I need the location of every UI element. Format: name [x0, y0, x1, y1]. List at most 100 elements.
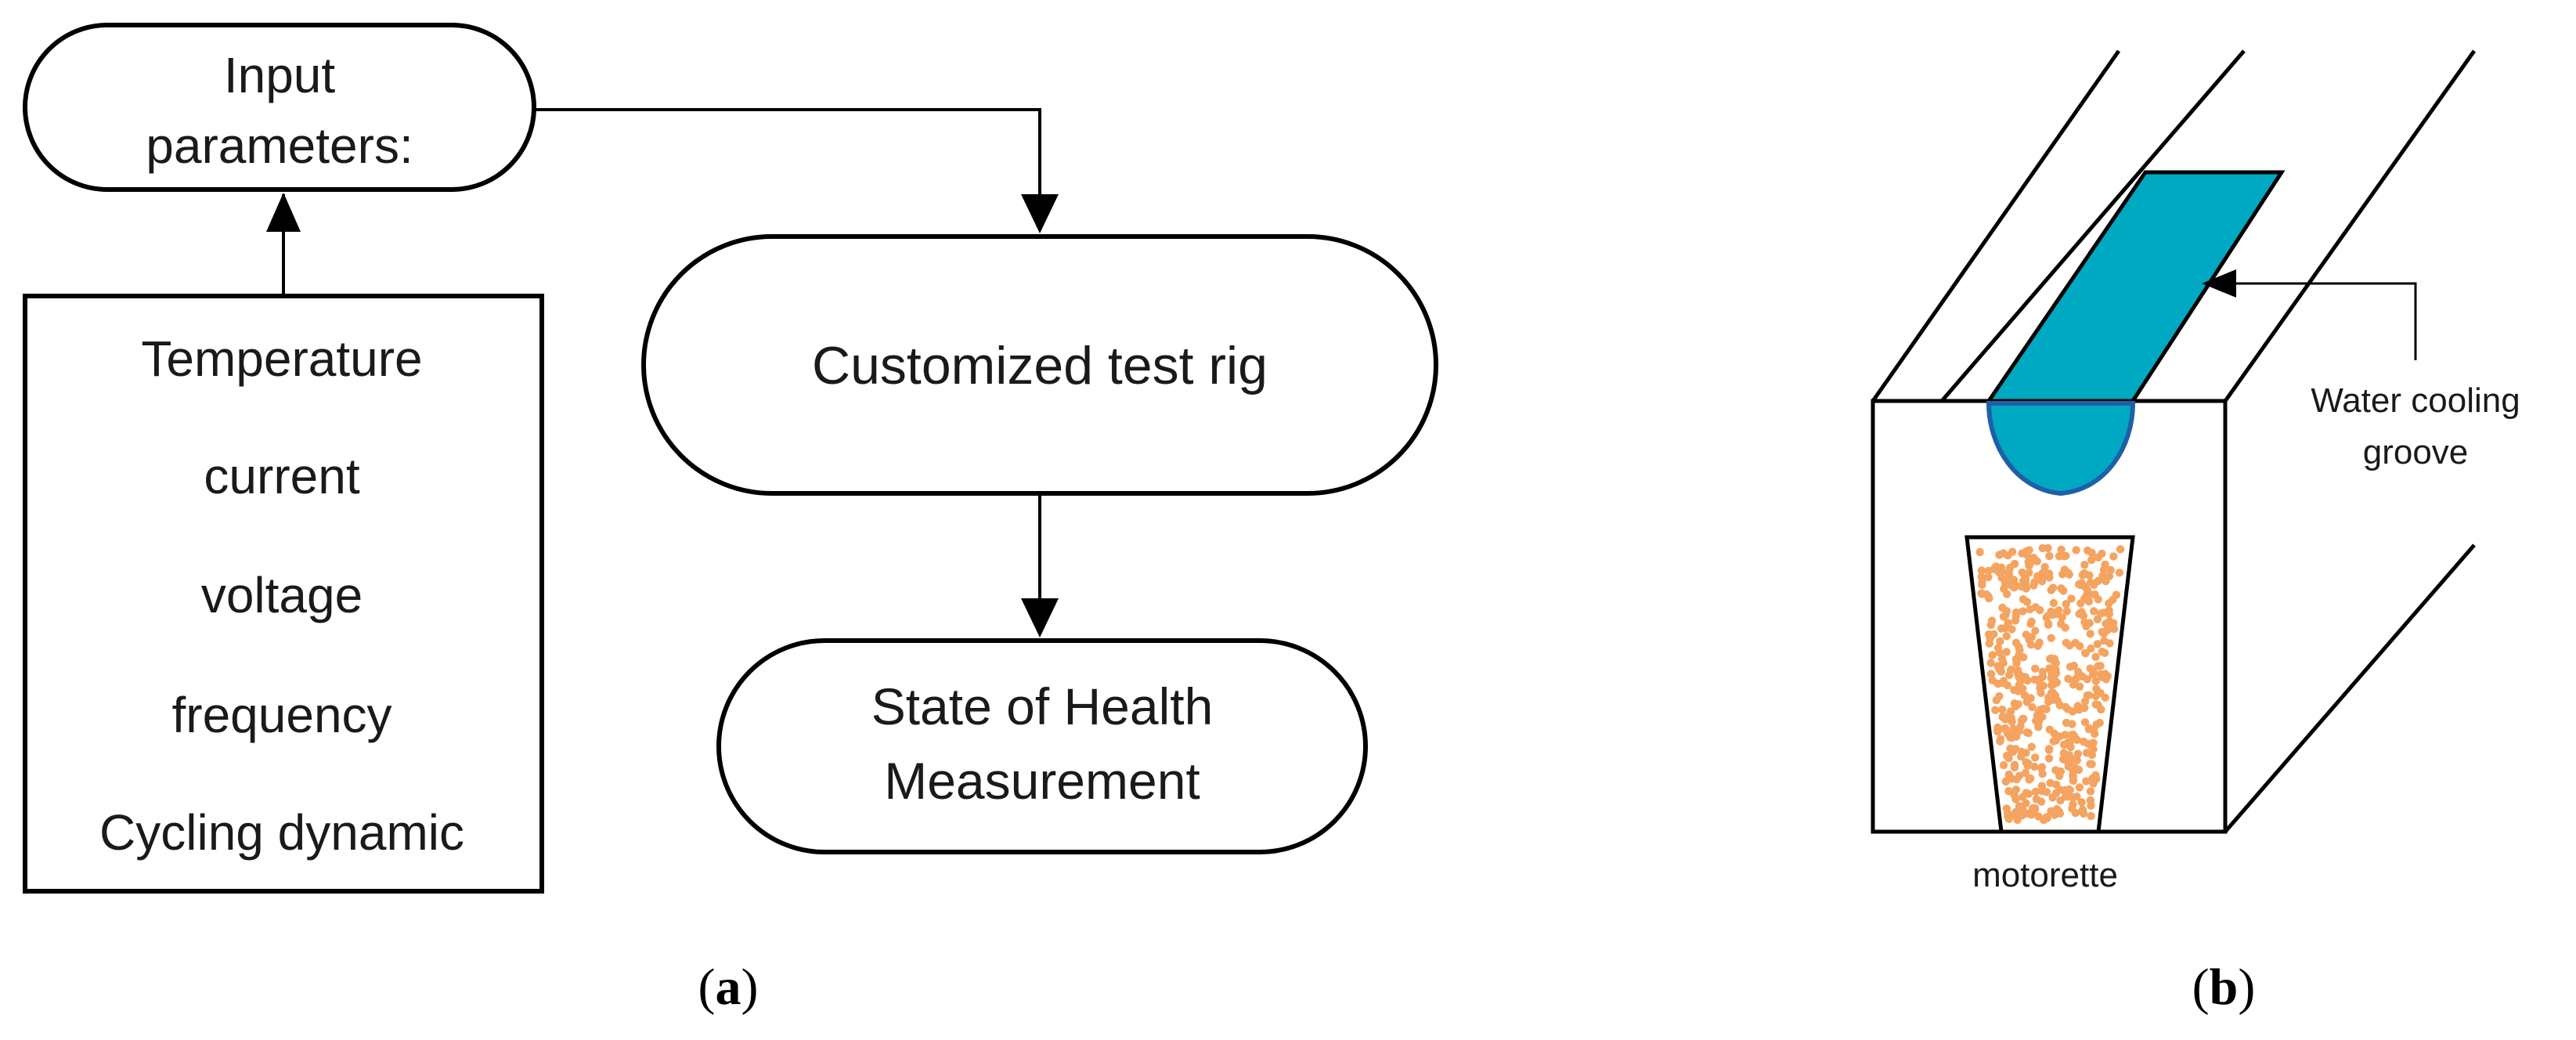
caption-a-open: ( — [698, 959, 716, 1016]
particle — [2028, 702, 2037, 712]
particle — [2037, 763, 2047, 771]
particle — [2073, 749, 2083, 758]
particle — [2047, 607, 2055, 616]
particle — [2016, 722, 2025, 731]
particle — [2044, 746, 2054, 754]
particle — [2047, 681, 2056, 690]
particle — [2047, 674, 2055, 683]
particle — [2075, 682, 2084, 691]
particle — [2091, 729, 2099, 738]
particle — [2098, 572, 2107, 580]
particle — [2055, 785, 2064, 794]
particle — [2087, 548, 2096, 558]
particle — [2098, 648, 2106, 656]
input-parameters-line2: parameters: — [146, 117, 413, 174]
parameter-list-box — [23, 294, 544, 894]
particle — [2090, 580, 2098, 589]
particle — [2044, 754, 2054, 763]
particle — [2080, 697, 2090, 706]
test-rig-label: Customized test rig — [812, 336, 1268, 395]
particle — [2051, 736, 2061, 745]
particle — [2093, 640, 2102, 648]
particle — [1990, 565, 1998, 573]
particle — [1996, 735, 2005, 743]
particle — [2099, 608, 2109, 617]
particle — [2011, 702, 2020, 711]
caption-a-close: ) — [741, 959, 759, 1016]
particle — [2080, 648, 2090, 657]
particle — [2057, 545, 2065, 554]
particle — [2026, 619, 2035, 628]
caption-a-letter: a — [716, 959, 741, 1016]
particle — [2087, 760, 2096, 768]
particle — [2090, 607, 2098, 616]
params-to-input-arrowhead — [266, 193, 301, 232]
param-voltage: voltage — [201, 567, 363, 623]
particle — [2056, 796, 2065, 805]
water-cooling-groove — [1985, 170, 2286, 403]
particle — [2050, 729, 2058, 738]
particle — [2051, 766, 2060, 775]
particle — [2046, 778, 2055, 787]
particle — [2061, 702, 2070, 711]
particle — [2038, 543, 2047, 553]
particle — [2024, 728, 2033, 738]
particle — [2047, 634, 2055, 642]
particle — [1984, 572, 1993, 582]
particle — [2004, 787, 2013, 796]
particle — [2055, 552, 2064, 561]
particle — [1998, 603, 2007, 612]
particle — [2086, 787, 2095, 796]
particle — [2038, 770, 2047, 778]
particle — [2065, 785, 2074, 794]
particle — [1998, 705, 2007, 714]
particle — [2011, 807, 2020, 817]
particle — [2085, 724, 2094, 733]
particle — [2105, 599, 2113, 608]
particle — [2089, 670, 2098, 679]
particle — [2030, 675, 2039, 684]
particle — [2003, 808, 2012, 818]
param-current: current — [204, 448, 359, 504]
slab-side-lower — [2224, 543, 2476, 833]
particle — [2062, 551, 2070, 560]
particle — [2068, 720, 2076, 728]
particle — [2004, 551, 2012, 560]
particle — [2002, 648, 2011, 656]
particle — [2024, 809, 2033, 818]
particle — [2024, 558, 2033, 566]
caption-b-letter: b — [2210, 959, 2239, 1016]
particle — [2069, 800, 2077, 809]
particle — [1986, 620, 1995, 630]
particle — [1995, 692, 2004, 701]
particle — [2055, 809, 2065, 818]
particle — [2079, 612, 2088, 620]
particle — [1993, 644, 2003, 652]
particle — [2047, 688, 2056, 697]
particle — [2006, 733, 2015, 742]
particle — [2115, 569, 2124, 577]
particle — [2091, 652, 2100, 661]
input-to-rig-connector — [534, 108, 1041, 200]
particle — [2078, 805, 2087, 814]
particle — [2036, 605, 2044, 615]
particle — [2073, 735, 2081, 744]
motorette-label: motorette — [1972, 856, 2118, 894]
particle — [2093, 615, 2102, 623]
particle — [2031, 753, 2040, 762]
particle — [1990, 630, 1998, 638]
particle — [2045, 551, 2054, 561]
particle — [1985, 639, 1993, 648]
particle — [2030, 803, 2040, 813]
particle — [2096, 670, 2105, 679]
particle — [2007, 713, 2015, 722]
particle — [2105, 572, 2114, 580]
particle — [2092, 720, 2101, 729]
particle — [2064, 674, 2073, 683]
particle — [2021, 768, 2029, 778]
soh-line1: State of Health — [871, 677, 1214, 735]
caption-a: (a) — [698, 959, 759, 1016]
particle — [2025, 775, 2033, 784]
particle — [2080, 561, 2089, 569]
particle — [2062, 607, 2071, 616]
